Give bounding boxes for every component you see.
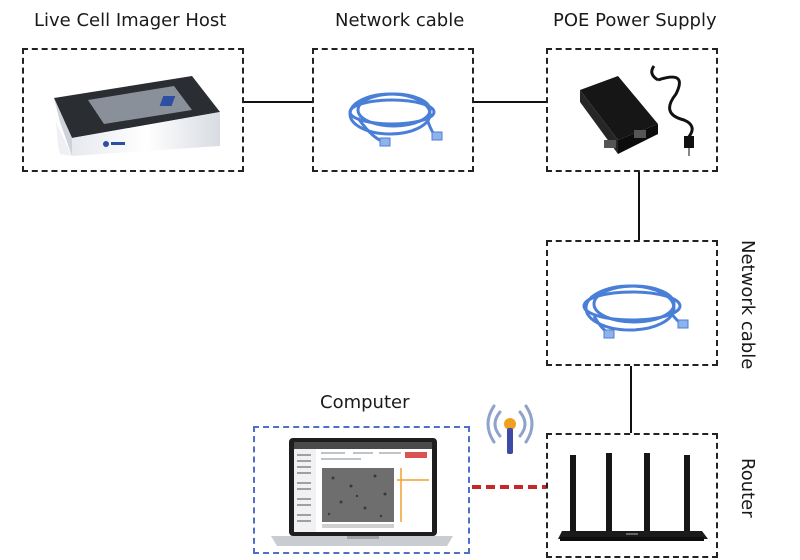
- link-cable-router: [630, 366, 632, 433]
- link-poe-cable: [638, 172, 640, 240]
- host-label: Live Cell Imager Host: [34, 10, 227, 31]
- laptop-image: [271, 438, 453, 546]
- cable-right-box: [546, 240, 718, 366]
- computer-box: [253, 426, 470, 554]
- poe-label: POE Power Supply: [553, 10, 717, 31]
- wireless-antenna-icon: [486, 404, 534, 454]
- router-label: Router: [737, 458, 758, 518]
- host-box: [22, 48, 244, 172]
- router-box: [546, 433, 718, 558]
- router-image: [558, 453, 708, 541]
- poe-adapter-image: [580, 65, 694, 156]
- computer-label: Computer: [320, 392, 410, 413]
- cable-top-box: [312, 48, 474, 172]
- cable-top-label: Network cable: [335, 10, 465, 31]
- wireless-link: [472, 485, 547, 489]
- link-host-cable: [244, 101, 312, 103]
- network-cable-image: [582, 284, 689, 339]
- poe-box: [546, 48, 718, 172]
- cable-right-label: Network cable: [737, 240, 758, 370]
- network-cable-image: [348, 92, 443, 147]
- imager-host-image: [54, 76, 220, 156]
- link-cable-poe: [474, 101, 546, 103]
